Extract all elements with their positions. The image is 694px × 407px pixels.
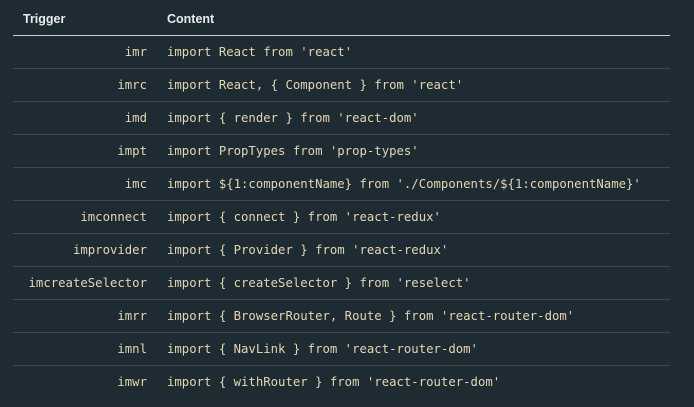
trigger-cell: imcreateSelector: [13, 266, 157, 300]
trigger-cell: imwr: [117, 375, 147, 389]
content-cell: import { BrowserRouter, Route } from 're…: [157, 299, 670, 333]
content-cell: import React from 'react': [157, 35, 670, 69]
table-row: imr import React from 'react': [13, 35, 670, 69]
table-row: imc import ${1:componentName} from './Co…: [13, 167, 670, 201]
table-row: imnl import { NavLink } from 'react-rout…: [13, 332, 670, 366]
content-cell: import { withRouter } from 'react-router…: [167, 375, 501, 389]
table-row: imconnect import { connect } from 'react…: [13, 200, 670, 234]
table-body: imr import React from 'react' imrc impor…: [13, 35, 670, 399]
table-row: improvider import { Provider } from 'rea…: [13, 233, 670, 267]
trigger-cell: imconnect: [13, 200, 157, 234]
trigger-cell: imrr: [13, 299, 157, 333]
table-row: imcreateSelector import { createSelector…: [13, 266, 670, 300]
trigger-column-header: Trigger: [13, 2, 157, 36]
content-cell: import PropTypes from 'prop-types': [157, 134, 670, 168]
trigger-cell: imr: [13, 35, 157, 69]
content-cell: import React, { Component } from 'react': [157, 68, 670, 102]
table-row: imrc import React, { Component } from 'r…: [13, 68, 670, 102]
trigger-cell: imd: [13, 101, 157, 135]
table-row: impt import PropTypes from 'prop-types': [13, 134, 670, 168]
table-row: imrr import { BrowserRouter, Route } fro…: [13, 299, 670, 333]
content-cell: import { connect } from 'react-redux': [157, 200, 670, 234]
snippets-table: Trigger Content imr import React from 'r…: [13, 2, 670, 398]
content-column-header: Content: [157, 2, 670, 36]
trigger-cell: imc: [13, 167, 157, 201]
header-row: Trigger Content: [13, 2, 670, 36]
table-row: imwr import { withRouter } from 'react-r…: [13, 366, 670, 399]
trigger-cell: improvider: [13, 233, 157, 267]
table-row: imd import { render } from 'react-dom': [13, 101, 670, 135]
content-cell: import ${1:componentName} from './Compon…: [157, 167, 670, 201]
content-cell: import { Provider } from 'react-redux': [157, 233, 670, 267]
trigger-cell: imnl: [13, 332, 157, 366]
table-header: Trigger Content: [13, 2, 670, 36]
content-cell: import { render } from 'react-dom': [157, 101, 670, 135]
content-cell: import { createSelector } from 'reselect…: [157, 266, 670, 300]
trigger-cell: impt: [13, 134, 157, 168]
trigger-cell: imrc: [13, 68, 157, 102]
content-cell: import { NavLink } from 'react-router-do…: [157, 332, 670, 366]
